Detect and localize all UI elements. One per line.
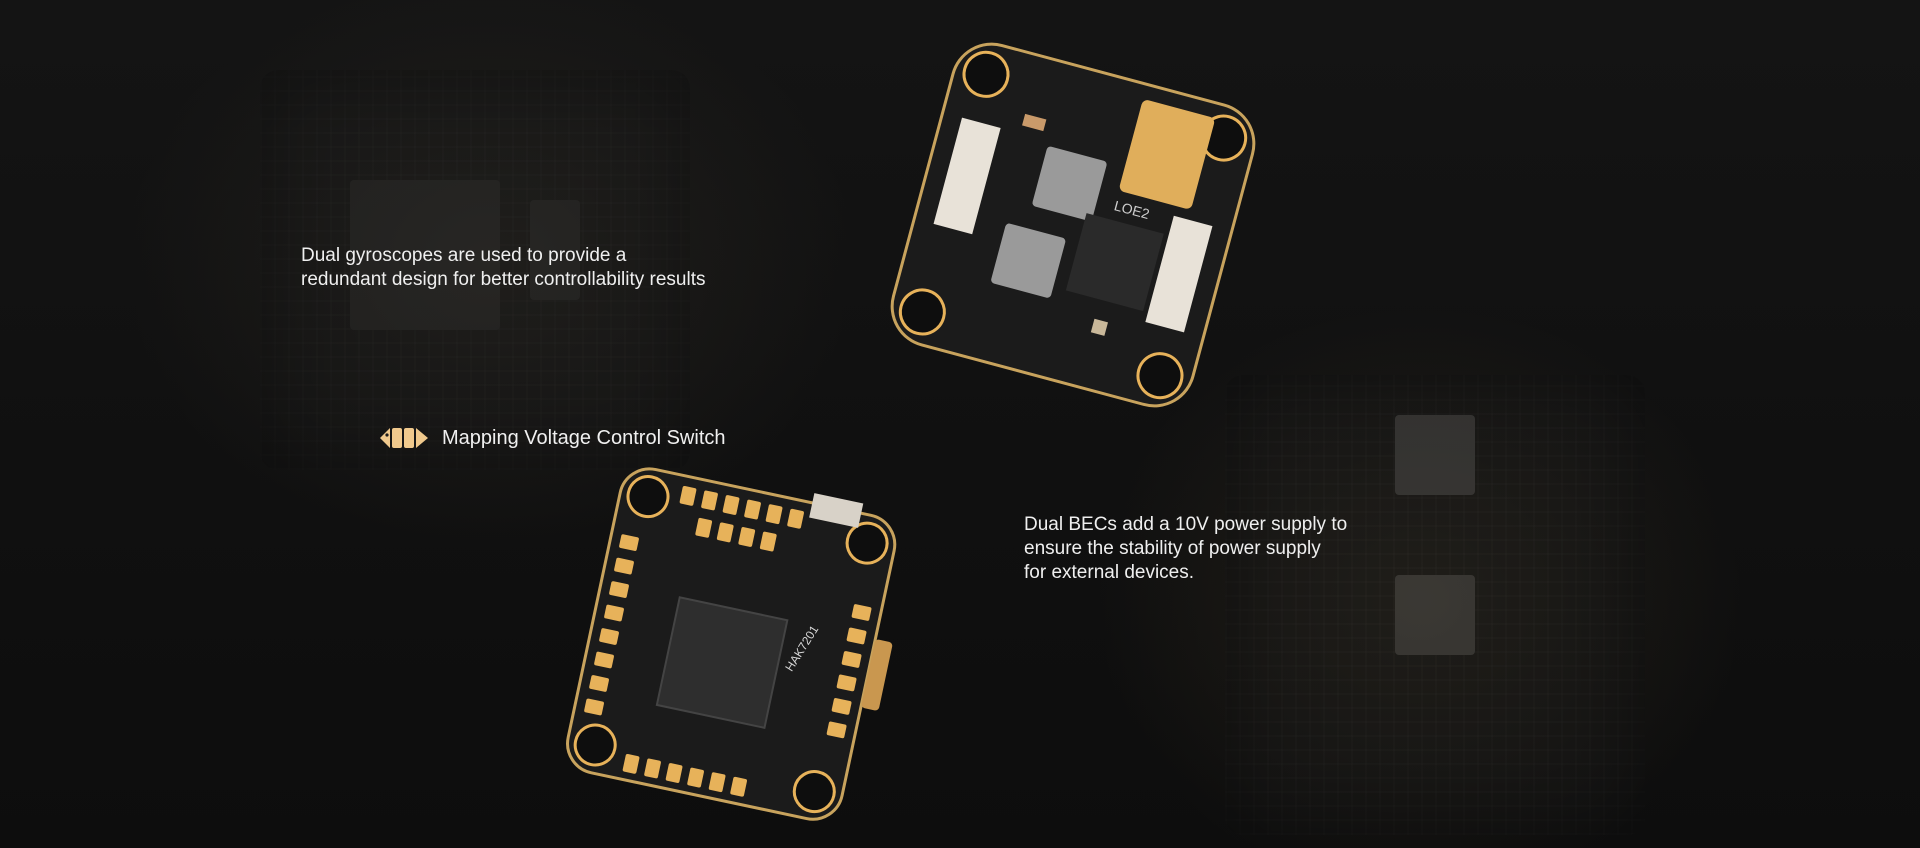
background-board-left: [260, 70, 690, 470]
bec-caption: Dual BECs add a 10V power supply to ensu…: [1024, 514, 1348, 583]
switch-label: Mapping Voltage Control Switch: [442, 426, 726, 449]
switch-feature: Mapping Voltage Control Switch: [378, 425, 726, 451]
voltage-switch-icon: [380, 428, 428, 448]
gyro-caption: Dual gyroscopes are used to provide a re…: [301, 245, 706, 290]
flight-controller-board-bottom: HAK7201: [566, 467, 897, 821]
background-board-right: [1225, 375, 1645, 835]
flight-controller-board-top: LOE2: [890, 42, 1256, 408]
